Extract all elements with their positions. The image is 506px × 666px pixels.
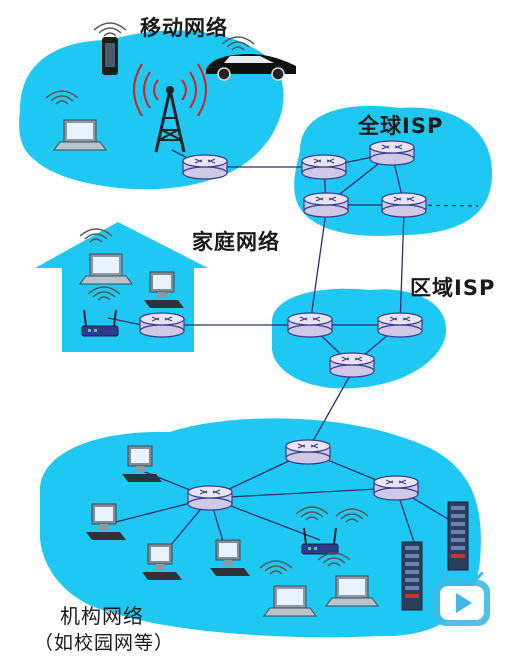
- wifi-icon: [93, 22, 127, 37]
- play-button-icon[interactable]: [430, 572, 494, 630]
- router-icon: [139, 312, 185, 338]
- institutional-network-sublabel: （如校园网等）: [34, 632, 175, 654]
- server-icon: [401, 541, 423, 611]
- server-icon: [447, 501, 469, 571]
- institutional-network-label: 机构网络: [60, 604, 144, 628]
- router-icon: [301, 154, 347, 180]
- router-icon: [329, 352, 375, 378]
- router-icon: [369, 140, 415, 166]
- home-network-label: 家庭网络: [192, 230, 280, 254]
- router-icon: [381, 192, 427, 218]
- router-icon: [377, 312, 423, 338]
- global-isp-label: 全球ISP: [358, 114, 444, 138]
- institutional-network-cloud: [39, 418, 481, 638]
- router-icon: [303, 192, 349, 218]
- play-button-graphic: [434, 572, 490, 626]
- car-icon: [206, 54, 296, 81]
- cell-tower-icon: [133, 63, 207, 153]
- router-icon: [287, 312, 333, 338]
- phone-icon: [102, 37, 118, 75]
- router-icon: [373, 475, 419, 501]
- mobile-network-label: 移动网络: [140, 16, 228, 40]
- router-icon: [285, 439, 331, 465]
- regional-isp-label: 区域ISP: [410, 276, 496, 300]
- router-icon: [187, 485, 233, 511]
- router-icon: [182, 154, 228, 180]
